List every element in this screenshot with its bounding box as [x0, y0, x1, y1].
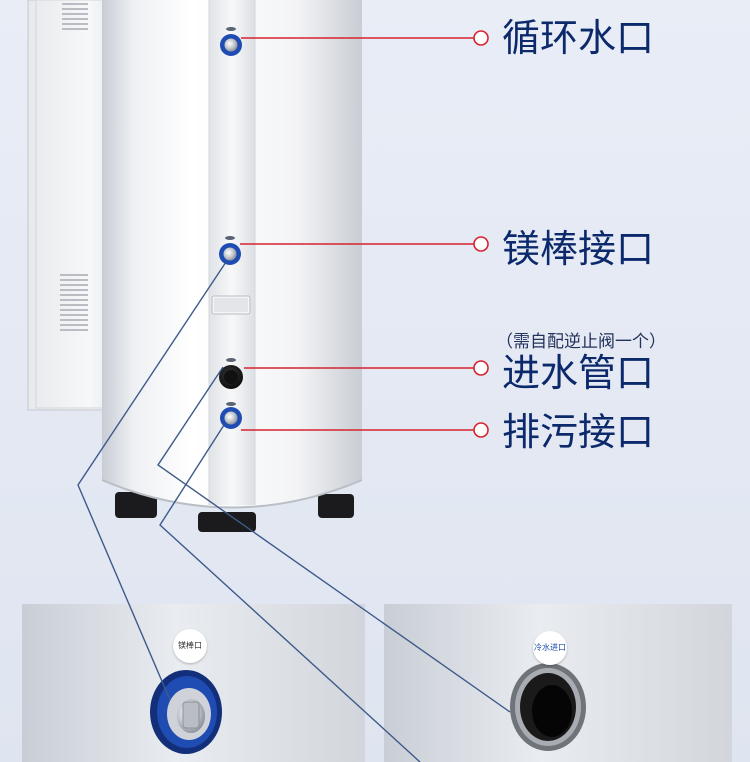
callout-magnesium-rod-label: 镁棒接口 [502, 227, 655, 271]
port-magnesium-rod [219, 236, 241, 265]
water-inlet-closeup [510, 663, 586, 751]
blue-leader-lines [77, 261, 511, 762]
vent-grille-bottom [60, 274, 88, 331]
tag-magnesium-rod: 镁棒口 [173, 629, 207, 663]
callout-circulation-label: 循环水口 [502, 16, 655, 60]
magnesium-rod-closeup [150, 670, 222, 754]
vent-grille-top [62, 3, 88, 30]
port-drain [220, 402, 242, 429]
tag-cold-water-inlet: 冷水进口 [533, 631, 567, 665]
callout-drain-label: 排污接口 [502, 410, 655, 454]
port-circulation [220, 27, 242, 56]
red-leader-lines [240, 30, 489, 438]
callout-water-inlet-note: （需自配逆止阀一个） [496, 332, 666, 352]
callout-water-inlet-label: 进水管口 [502, 351, 655, 395]
port-water-inlet [219, 358, 243, 389]
tank-feet [115, 492, 354, 532]
